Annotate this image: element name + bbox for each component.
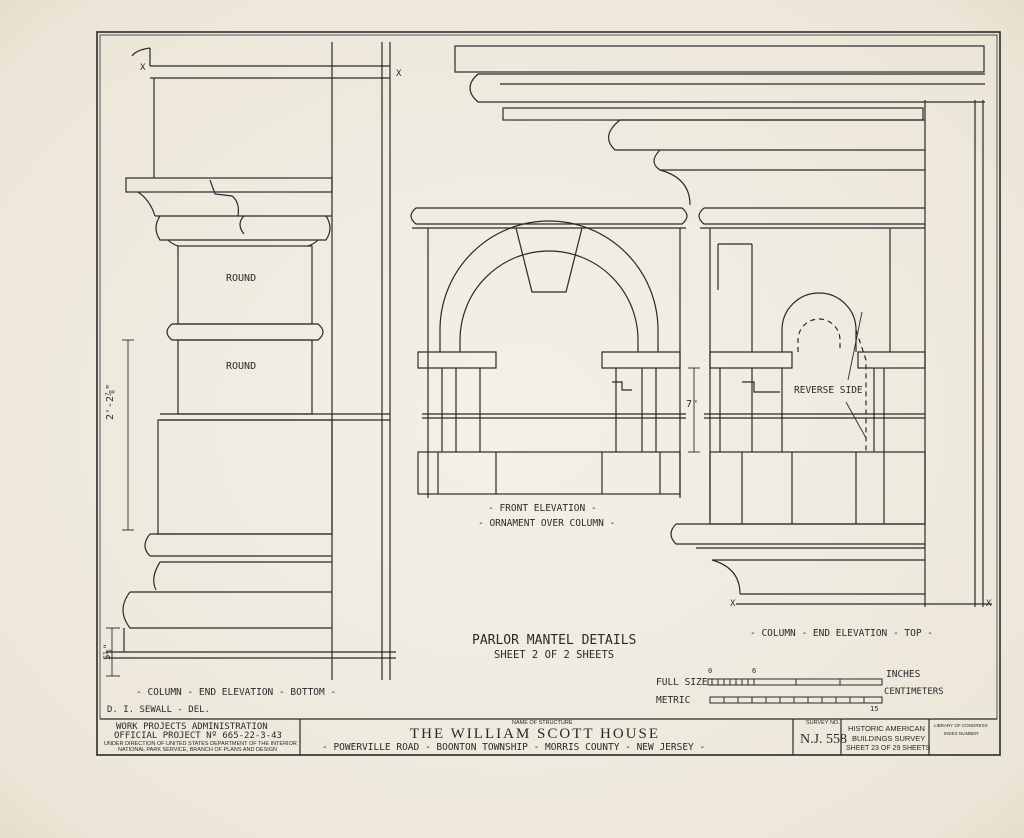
section-mark-right-b: X: [986, 599, 992, 609]
habs-sheet-number: SHEET 23 OF 29 SHEETS: [846, 745, 931, 752]
structure-name: THE WILLIAM SCOTT HOUSE: [410, 726, 661, 742]
survey-number: N.J. 558: [800, 732, 848, 747]
section-mark-left-b: X: [396, 69, 402, 79]
section-mark-left-a: X: [140, 63, 146, 73]
lower-round-label: ROUND: [226, 361, 257, 372]
sheet-subtitle: SHEET 2 OF 2 SHEETS: [494, 649, 615, 661]
survey-no-label: SURVEY NO.: [806, 720, 840, 726]
front-elevation-caption: - FRONT ELEVATION -: [488, 503, 597, 514]
metric-end: 15: [870, 705, 879, 713]
ornament-caption: - ORNAMENT OVER COLUMN -: [478, 518, 616, 529]
column-bottom-elevation: [106, 42, 396, 680]
sheet-title: PARLOR MANTEL DETAILS: [472, 633, 637, 648]
full-size-label: FULL SIZE: [656, 677, 708, 688]
base-dimension-label: 5⅛": [103, 643, 113, 660]
seven-inch-dimension: 7": [686, 399, 699, 410]
agency-line-1: WORK PROJECTS ADMINISTRATION: [116, 722, 268, 732]
front-elevation: [410, 207, 700, 498]
agency-line-2: OFFICIAL PROJECT Nº 665-22-3-43: [114, 731, 282, 741]
full-size-unit: INCHES: [886, 669, 921, 680]
loc-line-1: LIBRARY OF CONGRESS: [934, 723, 988, 728]
loc-line-2: INDEX NUMBER: [944, 731, 979, 736]
sheet-border: [96, 31, 1001, 756]
delineator: D. I. SEWALL - DEL.: [107, 705, 210, 715]
metric-unit: CENTIMETERS: [884, 687, 944, 697]
full-size-tick-6: 6: [752, 667, 757, 675]
habs-line-1: HISTORIC AMERICAN: [848, 724, 925, 733]
upper-round-label: ROUND: [226, 273, 257, 284]
habs-line-2: BUILDINGS SURVEY: [852, 734, 926, 743]
left-caption: - COLUMN - END ELEVATION - BOTTOM -: [136, 687, 337, 698]
right-caption: - COLUMN - END ELEVATION - TOP -: [750, 628, 934, 639]
graphic-scale-metric: [709, 696, 883, 704]
name-of-structure-label: NAME OF STRUCTURE: [512, 720, 573, 726]
title-block-frame: [299, 719, 930, 755]
full-size-tick-0: 0: [708, 667, 713, 675]
section-mark-right-a: X: [730, 599, 736, 609]
column-top-elevation: [670, 207, 992, 605]
agency-line-4: NATIONAL PARK SERVICE, BRANCH OF PLANS A…: [118, 747, 278, 753]
vertical-dimension-label: 2'-2⅞": [105, 383, 116, 420]
metric-label: METRIC: [656, 695, 691, 706]
agency-line-3: UNDER DIRECTION OF UNITED STATES DEPARTM…: [104, 741, 297, 747]
location-line: - POWERVILLE ROAD - BOONTON TOWNSHIP - M…: [322, 742, 706, 753]
reverse-side-callout: REVERSE SIDE: [794, 385, 863, 396]
graphic-scale-full-size: [707, 678, 883, 686]
